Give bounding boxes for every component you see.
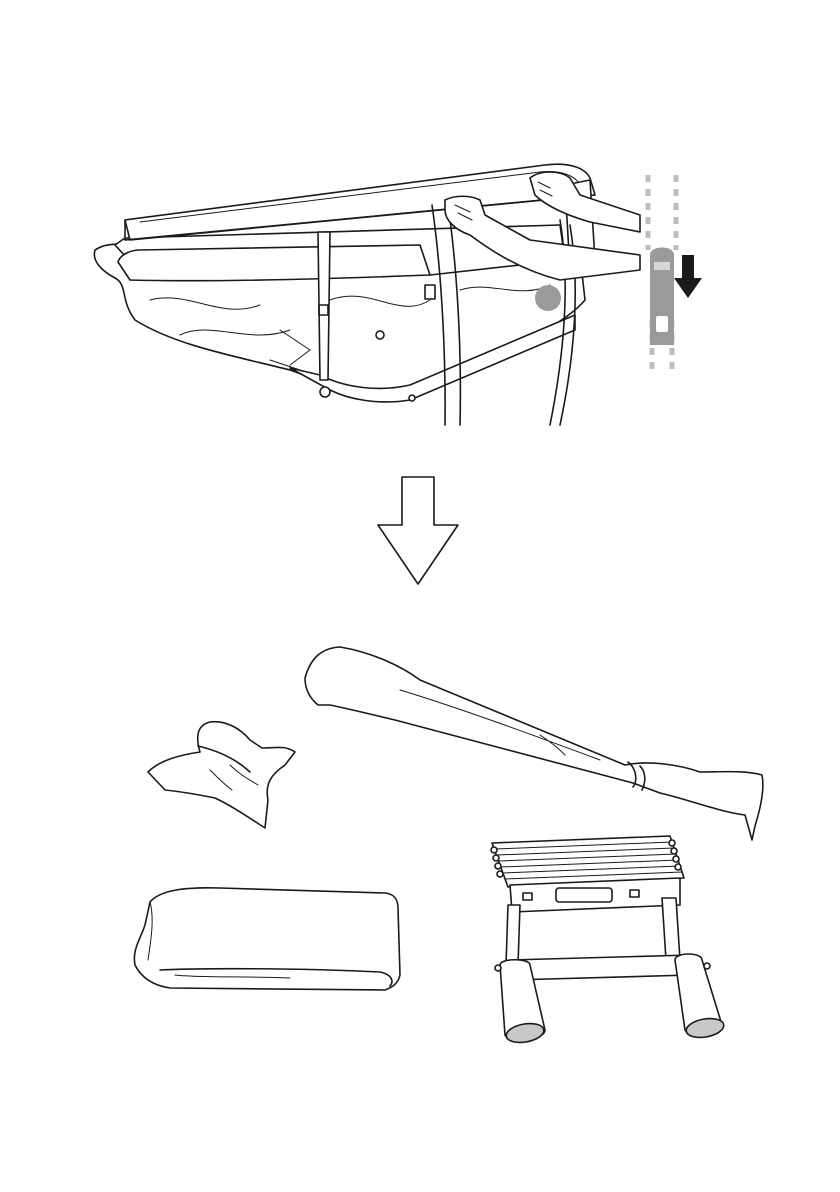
down-arrow-icon bbox=[674, 255, 702, 298]
zipper-location-marker bbox=[535, 285, 561, 311]
cushion-bag bbox=[148, 722, 295, 828]
pole-bag bbox=[305, 647, 763, 840]
mattress bbox=[134, 888, 400, 990]
zipper-icon bbox=[648, 175, 676, 375]
step-transition-arrow bbox=[378, 477, 458, 584]
rooftop-tent-illustration bbox=[94, 164, 595, 425]
telescopic-ladder bbox=[491, 836, 725, 1045]
